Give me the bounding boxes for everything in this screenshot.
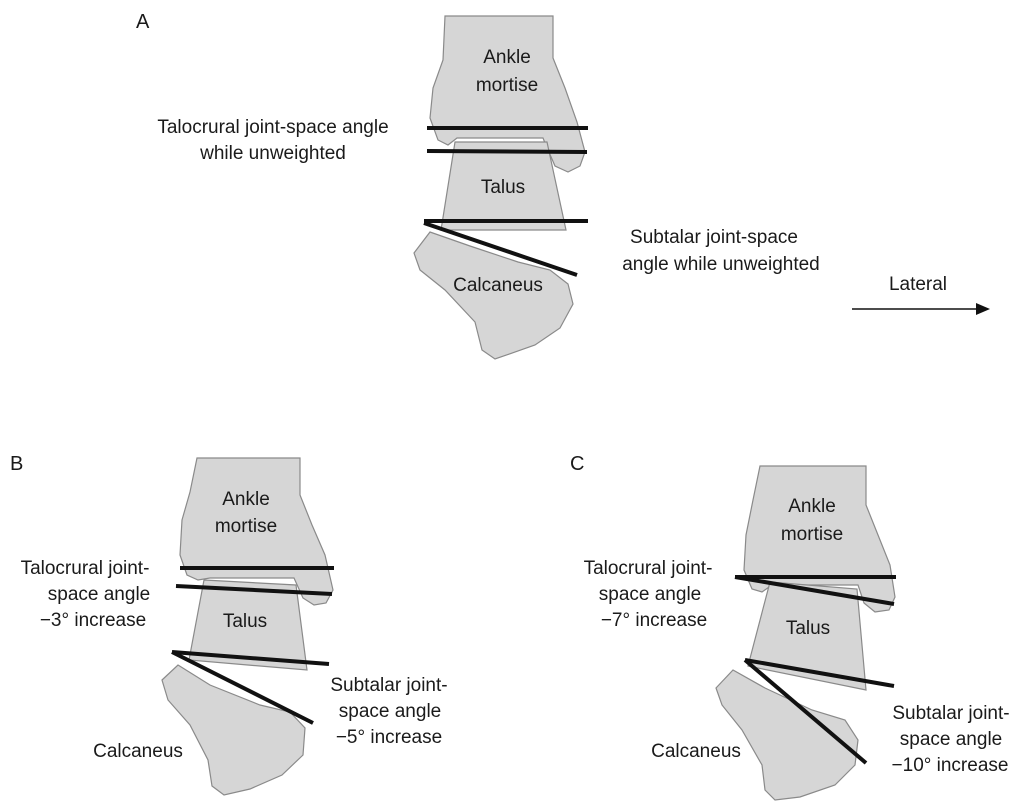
panel-c-ankle-label-line1: Ankle [788, 496, 836, 517]
panel-a-subtalar-label-line1: Subtalar joint-space [630, 227, 798, 248]
panel-b-talus-bone [188, 579, 308, 671]
panel-a-talus-bone [440, 141, 567, 231]
panel-c-talus-label: Talus [786, 618, 830, 639]
panel-c-talus-bone [747, 581, 867, 691]
panel-b: B Ankle mortise Talus Calcaneus Talocrur… [10, 453, 448, 796]
panel-a-subtalar-label-line2: angle while unweighted [622, 254, 820, 275]
panel-c-subtalar-label-line1: Subtalar joint- [892, 703, 1009, 724]
panel-c-subtalar-line-lower [743, 658, 868, 765]
panel-c: C Ankle mortise Talus Calcaneus Talocrur… [570, 453, 1010, 801]
panel-c-talocrural-label-line2: space angle [599, 584, 701, 605]
panel-b-calcaneus-label: Calcaneus [93, 741, 183, 762]
panel-a-letter: A [136, 11, 150, 33]
panel-b-ankle-label-line1: Ankle [222, 489, 270, 510]
panel-a-subtalar-line-lower [423, 221, 578, 277]
panel-c-subtalar-label-line3: −10° increase [892, 755, 1009, 776]
panel-a-calcaneus-bone [413, 231, 574, 360]
panel-b-subtalar-label-line3: −5° increase [336, 727, 442, 748]
panel-c-subtalar-label-line2: space angle [900, 729, 1002, 750]
panel-c-talocrural-line-lower [734, 575, 895, 606]
panel-a-calcaneus-label: Calcaneus [453, 275, 543, 296]
panel-c-subtalar-line-upper [744, 658, 895, 688]
panel-b-ankle-label-line2: mortise [215, 516, 277, 537]
panel-c-calcaneus-bone [715, 669, 859, 801]
lateral-arrow-icon [976, 303, 990, 315]
lateral-direction-label: Lateral [889, 274, 947, 295]
panel-a-talocrural-line-lower [426, 149, 588, 154]
panel-a-talocrural-label-line2: while unweighted [199, 143, 346, 164]
panel-b-calcaneus-bone [161, 664, 306, 796]
panel-a-ankle-label-line1: Ankle [483, 47, 531, 68]
panel-b-subtalar-line-lower [171, 650, 314, 725]
panel-b-talus-label: Talus [223, 611, 267, 632]
panel-a-talus-label: Talus [481, 177, 525, 198]
panel-c-talocrural-label-line3: −7° increase [601, 610, 707, 631]
panel-c-ankle-label-line2: mortise [781, 524, 843, 545]
panel-b-subtalar-line-upper [171, 650, 330, 666]
panel-c-talocrural-label-line1: Talocrural joint- [584, 558, 713, 579]
panel-b-talocrural-label-line3: −3° increase [40, 610, 146, 631]
panel-c-letter: C [570, 453, 584, 475]
panel-b-subtalar-label-line1: Subtalar joint- [330, 675, 447, 696]
panel-a-talocrural-label-line1: Talocrural joint-space angle [157, 117, 388, 138]
panel-b-talocrural-label-line1: Talocrural joint- [21, 558, 150, 579]
panel-c-calcaneus-label: Calcaneus [651, 741, 741, 762]
panel-b-subtalar-label-line2: space angle [339, 701, 441, 722]
panel-a-ankle-label-line2: mortise [476, 75, 538, 96]
panel-a: A Ankle mortise Talus Calcaneus Talocrur… [136, 11, 990, 360]
panel-b-talocrural-line-lower [175, 584, 333, 596]
panel-b-letter: B [10, 453, 23, 475]
panel-b-talocrural-label-line2: space angle [48, 584, 150, 605]
